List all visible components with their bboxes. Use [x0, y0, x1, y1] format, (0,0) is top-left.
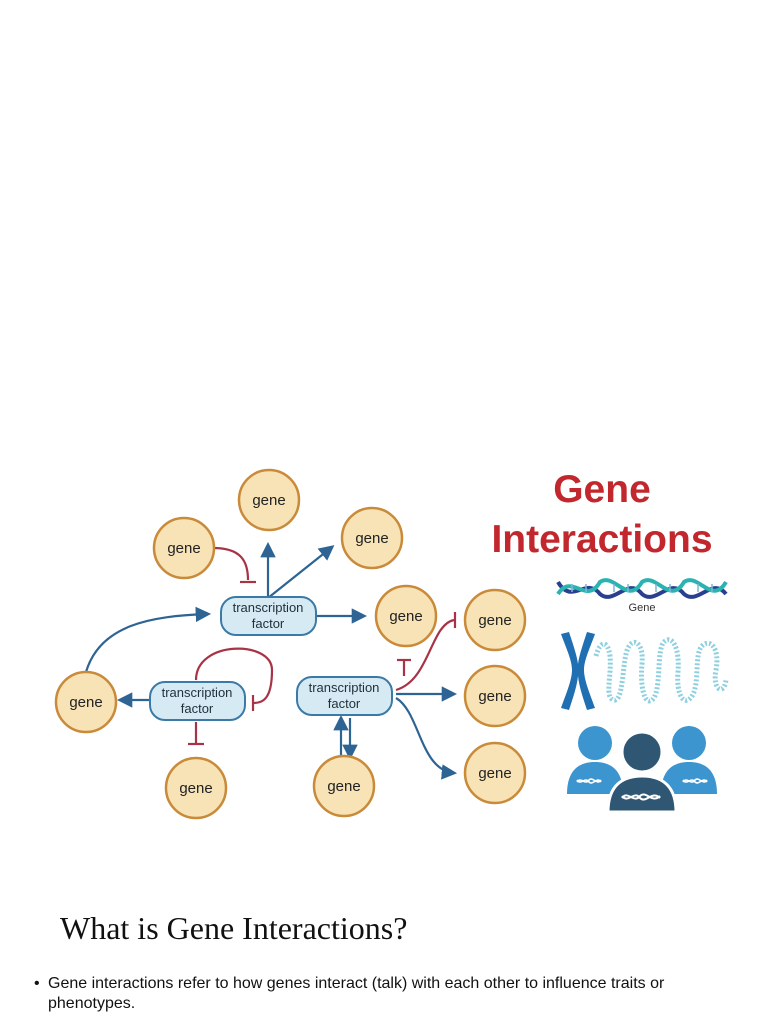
gene-label: gene: [478, 765, 511, 782]
inhibition-edge: [212, 546, 250, 581]
gene-label: gene: [327, 778, 360, 795]
title-panel: Gene Interactions Gene: [491, 468, 729, 814]
tf-label-line1: transcription: [162, 685, 233, 700]
gene-node: gene: [152, 516, 216, 580]
gene-interactions-figure: gene gene gene gene gene gene gene gene …: [54, 468, 729, 820]
gene-node: gene: [237, 468, 301, 532]
transcription-factor-node: transcription factor: [149, 681, 246, 721]
tf-label-line1: transcription: [233, 600, 304, 615]
gene-node: gene: [312, 754, 376, 818]
tf-label-line2: factor: [328, 696, 361, 711]
transcription-factor-node: transcription factor: [296, 676, 393, 716]
bullet-text: Gene interactions refer to how genes int…: [48, 975, 665, 1012]
gene-node: gene: [463, 741, 527, 805]
section-heading: What is Gene Interactions?: [60, 910, 408, 946]
gene-label: gene: [355, 530, 388, 547]
title-line2: Interactions: [491, 518, 712, 561]
gene-node: gene: [164, 756, 228, 820]
activation-arrow: [267, 545, 335, 599]
dna-helix-icon: Gene: [556, 578, 728, 614]
tf-label-line2: factor: [181, 701, 214, 716]
transcription-factor-nodes: transcription factor transcription facto…: [149, 596, 393, 721]
gene-label: gene: [478, 688, 511, 705]
bullet-glyph: •: [34, 975, 40, 992]
gene-label: gene: [179, 780, 212, 797]
inhibition-edge: [194, 647, 274, 705]
gene-node: gene: [463, 664, 527, 728]
tf-label-line1: transcription: [309, 680, 380, 695]
gene-nodes: gene gene gene gene gene gene gene gene …: [54, 468, 527, 820]
tf-label-line2: factor: [252, 616, 285, 631]
title-line1: Gene: [553, 468, 651, 511]
gene-node: gene: [374, 584, 438, 648]
gene-label: gene: [478, 612, 511, 629]
people-dna-icon: [567, 726, 717, 814]
transcription-factor-node: transcription factor: [220, 596, 317, 636]
gene-node: gene: [340, 506, 404, 570]
chromosome-icon: [561, 632, 729, 710]
gene-label: gene: [167, 540, 200, 557]
activation-arrow: [395, 697, 458, 780]
gene-node: gene: [463, 588, 527, 652]
inhibition-edge: [395, 618, 455, 692]
dna-caption: Gene: [629, 602, 656, 614]
activation-arrow: [84, 606, 212, 673]
bullet-list: • Gene interactions refer to how genes i…: [34, 974, 734, 1014]
bullet-item: • Gene interactions refer to how genes i…: [34, 974, 734, 1014]
gene-label: gene: [252, 492, 285, 509]
gene-node: gene: [54, 670, 118, 734]
gene-label: gene: [69, 694, 102, 711]
gene-label: gene: [389, 608, 422, 625]
interaction-edges: [84, 541, 458, 780]
